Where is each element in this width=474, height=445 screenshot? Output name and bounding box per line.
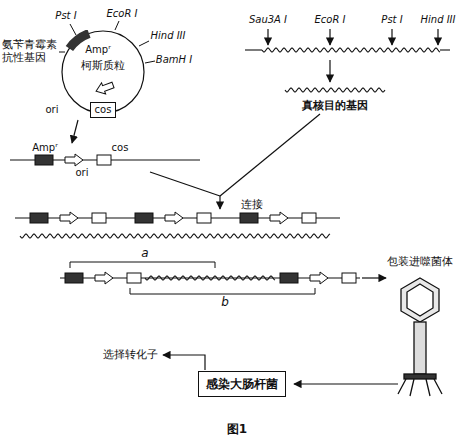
ori-arrow xyxy=(270,212,288,224)
amp-gene xyxy=(65,273,83,283)
label: Ampʳ xyxy=(32,142,58,154)
cos-site xyxy=(97,155,111,165)
dna-line xyxy=(245,49,262,50)
amp-gene xyxy=(30,213,48,223)
node-text: 柯斯质粒 xyxy=(61,59,145,72)
ori-arrow xyxy=(165,212,183,224)
cos-site xyxy=(342,273,356,283)
caption: 图1 xyxy=(227,423,247,437)
plasmid-circle: 柯斯质粒 cos xyxy=(61,30,145,114)
label: a xyxy=(141,247,148,261)
amp-gene xyxy=(135,213,153,223)
cos-site xyxy=(127,273,141,283)
label: BamH I xyxy=(156,54,192,66)
cos-box: cos xyxy=(90,102,117,118)
label: 包装进噬菌体 xyxy=(387,256,453,269)
ori-arrow xyxy=(94,79,115,96)
label: Ampʳ xyxy=(85,44,111,56)
cos-site xyxy=(197,213,211,223)
cos-site xyxy=(302,213,316,223)
label: ori xyxy=(75,167,88,179)
label: 真核目的基因 xyxy=(302,100,368,113)
ori-arrow xyxy=(60,212,78,224)
label: cos xyxy=(112,142,129,154)
label: ori xyxy=(45,104,58,116)
ori-arrow xyxy=(310,272,328,284)
label: EcoR I xyxy=(314,14,345,26)
label: Pst I xyxy=(381,14,402,26)
dna-wave xyxy=(145,276,275,280)
label: Hind III xyxy=(420,14,455,26)
amp-gene xyxy=(280,273,298,283)
label: 连接 xyxy=(241,199,263,212)
dna-wave xyxy=(20,234,330,238)
label: b xyxy=(221,296,229,310)
dna-wave xyxy=(262,48,440,52)
arrows xyxy=(72,29,438,384)
label: 氨苄青霉素抗性基因 xyxy=(2,39,58,64)
label: Pst I xyxy=(55,10,76,22)
label: Sau3A I xyxy=(249,14,287,26)
ori-arrow xyxy=(65,154,83,166)
dna-wave xyxy=(285,88,385,92)
phage-symbol xyxy=(398,278,442,396)
process-box: 感染大肠杆菌 xyxy=(198,371,286,397)
dna-line xyxy=(440,49,450,50)
amp-gene xyxy=(35,155,53,165)
node-text: 感染大肠杆菌 xyxy=(206,377,278,391)
ori-arrow xyxy=(95,272,113,284)
dna-drawing xyxy=(10,48,450,284)
cos-site xyxy=(92,213,106,223)
amp-gene xyxy=(240,213,258,223)
label: Hind III xyxy=(150,30,185,42)
label: 选择转化子 xyxy=(103,349,158,362)
label: EcoR I xyxy=(106,8,137,20)
node-text: cos xyxy=(95,104,112,116)
